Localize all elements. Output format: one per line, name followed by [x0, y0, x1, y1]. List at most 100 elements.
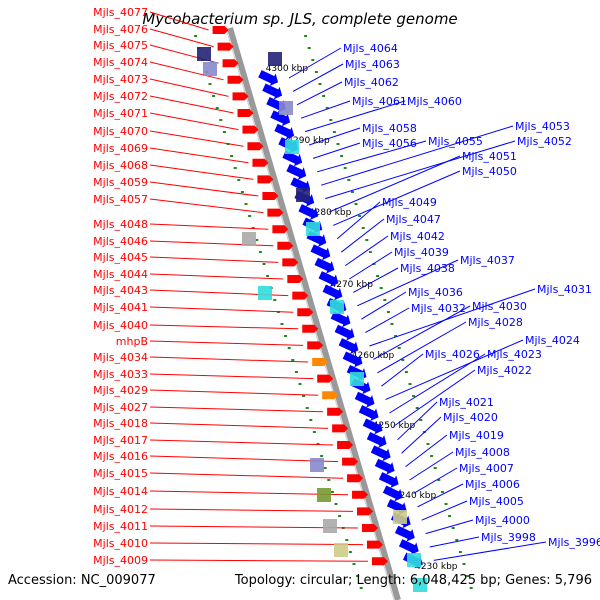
- kbp-label: 4300 kbp: [266, 64, 309, 74]
- tick-dot: [327, 479, 331, 481]
- left-gene-arrow: [337, 441, 354, 449]
- right-gene-arrow: [258, 70, 279, 87]
- right-gene-label: Mjls_4051: [462, 150, 517, 163]
- right-gene-arrow: [270, 110, 291, 127]
- left-gene-label: Mjls_4075: [93, 39, 148, 52]
- kbp-label: 4260 kbp: [352, 351, 395, 361]
- tick-dot: [426, 443, 430, 445]
- topology-text: Topology: circular; Length: 6,048,425 bp…: [234, 573, 592, 588]
- left-connector: [149, 61, 224, 81]
- right-connector: [296, 81, 343, 106]
- left-gene-arrow: [252, 158, 269, 167]
- tick-dot: [325, 107, 329, 109]
- right-connector: [349, 251, 393, 280]
- right-connector: [409, 451, 454, 481]
- left-connector: [149, 147, 249, 164]
- right-connector: [329, 155, 461, 213]
- left-gene-label: Mjls_4029: [93, 384, 148, 397]
- tick-dot: [345, 539, 349, 541]
- domain-box: [306, 222, 320, 236]
- left-connector: [149, 508, 354, 512]
- tick-dot: [401, 359, 405, 361]
- right-connector: [312, 142, 361, 159]
- left-gene-label: Mjls_4077: [93, 6, 148, 19]
- left-gene-label: Mjls_4041: [93, 301, 148, 314]
- right-connector: [336, 201, 381, 240]
- tick-dots: [194, 35, 473, 589]
- right-connector: [413, 467, 458, 494]
- tick-dot: [322, 95, 326, 97]
- backbone-line: [227, 27, 401, 600]
- domain-box: [407, 553, 421, 567]
- left-gene-arrow: [362, 524, 378, 532]
- left-gene-arrow: [366, 540, 383, 549]
- right-connector: [421, 500, 468, 521]
- right-connector: [429, 536, 480, 548]
- right-gene-label: Mjls_4063: [345, 58, 400, 71]
- left-connector: [149, 130, 244, 147]
- right-connector: [344, 235, 389, 267]
- left-gene-label: Mjls_4073: [93, 73, 148, 86]
- right-connector: [361, 291, 407, 320]
- tick-dot: [284, 335, 288, 337]
- tick-dot: [408, 383, 412, 385]
- tick-dot: [318, 83, 322, 85]
- left-connector: [149, 490, 349, 496]
- right-gene-label: Mjls_4036: [408, 286, 463, 299]
- tick-dot: [338, 515, 342, 517]
- tick-dot: [305, 407, 309, 409]
- tick-dot: [404, 371, 408, 373]
- accession-text: Accession: NC_009077: [8, 573, 156, 588]
- domain-box: [242, 232, 256, 246]
- tick-dot: [386, 311, 390, 313]
- left-gene-label: Mjls_4016: [93, 450, 148, 463]
- right-gene-arrow: [334, 324, 355, 341]
- right-gene-label: Mjls_4030: [472, 300, 527, 313]
- tick-dot: [448, 515, 452, 517]
- right-gene-arrow: [382, 485, 403, 502]
- left-gene-arrow: [307, 341, 324, 350]
- tick-dot: [258, 251, 262, 253]
- kbp-label: 4280 kbp: [309, 208, 352, 218]
- tick-dot: [266, 275, 270, 277]
- tick-dot: [361, 227, 365, 229]
- tick-dot: [415, 407, 419, 409]
- tick-dot: [372, 263, 376, 265]
- right-gene-label: Mjls_4062: [344, 76, 399, 89]
- left-gene-arrow: [262, 192, 279, 200]
- right-gene-arrow: [282, 150, 303, 167]
- right-connector: [308, 127, 361, 146]
- tick-dot: [248, 215, 252, 217]
- tick-dot: [356, 575, 360, 577]
- domain-box: [203, 62, 217, 76]
- tick-dot: [440, 491, 444, 493]
- right-connector: [353, 267, 399, 293]
- left-gene-arrow: [212, 26, 229, 34]
- right-gene-arrow: [394, 525, 415, 542]
- right-gene-label: Mjls_3998: [481, 531, 536, 544]
- tick-dot: [340, 155, 344, 157]
- left-gene-label: Mjls_4059: [93, 176, 148, 189]
- left-gene-arrow: [352, 490, 369, 499]
- tick-dot: [237, 179, 241, 181]
- right-gene-label: Mjls_4052: [517, 135, 572, 148]
- right-gene-arrow: [310, 244, 331, 261]
- tick-dot: [437, 479, 441, 481]
- left-connector: [149, 422, 329, 429]
- right-connector: [300, 100, 351, 119]
- right-gene-arrow: [374, 458, 395, 475]
- right-gene-arrow: [298, 204, 319, 221]
- domain-box: [310, 458, 324, 472]
- tick-dot: [354, 203, 358, 205]
- tick-dot: [233, 167, 237, 169]
- left-connector: [149, 559, 368, 562]
- right-gene-label: Mjls_4064: [343, 42, 398, 55]
- left-gene-arrow: [371, 557, 388, 566]
- left-gene-arrow: [332, 424, 349, 433]
- domain-box: [323, 519, 337, 533]
- right-connector: [325, 140, 516, 200]
- tick-dot: [273, 299, 277, 301]
- tick-dot: [383, 299, 387, 301]
- left-gene-label: Mjls_4044: [93, 268, 148, 281]
- left-connector: [149, 306, 294, 313]
